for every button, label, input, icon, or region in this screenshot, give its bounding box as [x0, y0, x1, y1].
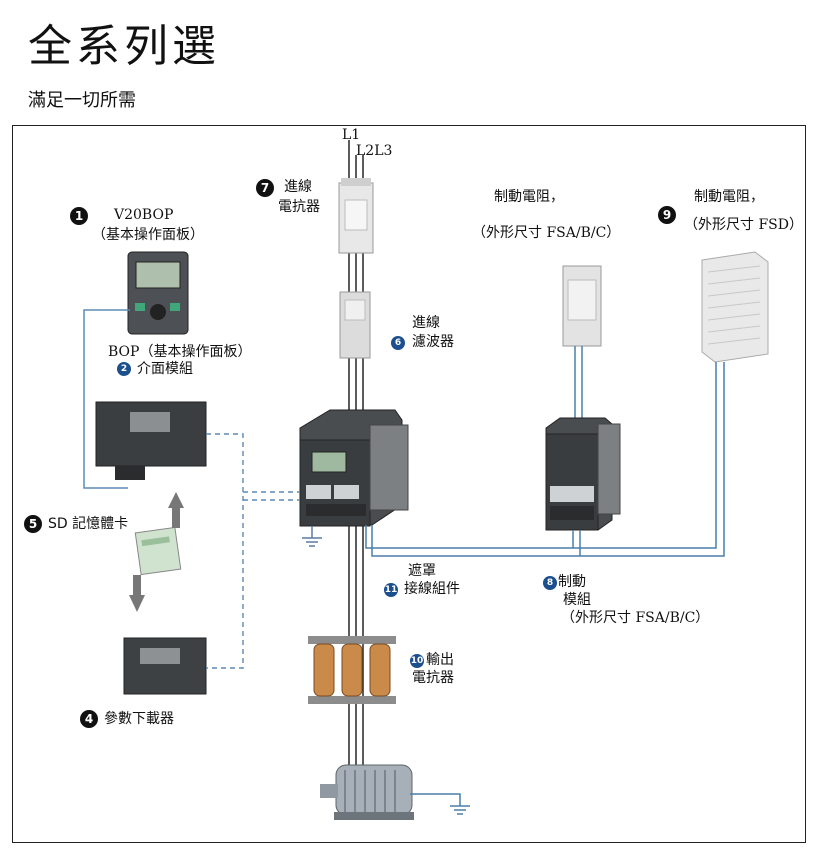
page-title: 全系列選 [28, 21, 220, 72]
callout-2-badge: 2 [117, 362, 131, 376]
motor-device [320, 764, 414, 820]
line-reactor-label: 進線 [284, 179, 312, 195]
diagram-frame [12, 125, 806, 843]
brake-resistor-small [562, 265, 602, 347]
motor-ground-icon [450, 805, 470, 815]
braking-module-sublabel: 模組 [563, 592, 591, 608]
parameter-loader-label: 參數下載器 [104, 711, 174, 727]
bop-cable [83, 309, 130, 489]
line-label-l2l3: L2L3 [356, 143, 393, 159]
inverter-ground-icon [302, 526, 322, 547]
v20-inverter [299, 409, 409, 527]
callout-11-badge: 11 [384, 583, 398, 597]
v20bop-sublabel: （基本操作面板） [92, 227, 204, 243]
bop-interface-label: BOP（基本操作面板） [108, 344, 252, 360]
callout-4-badge: 4 [80, 710, 98, 728]
brake-resistor-fsd-sublabel: （外形尺寸 FSD） [684, 217, 803, 233]
line-filter-label: 進線 [412, 315, 440, 331]
sd-card-device [134, 526, 182, 576]
brake-resistor-small-sublabel: （外形尺寸 FSA/B/C） [472, 225, 621, 241]
callout-10-badge: 10 [410, 654, 424, 668]
braking-module-label: 制動 [558, 574, 586, 590]
brake-resistor-small-label: 制動電阻， [494, 189, 564, 205]
output-reactor-device [308, 636, 396, 704]
shield-kit-sublabel: 接線組件 [404, 581, 460, 597]
shield-kit-label: 遮罩 [408, 563, 436, 579]
page-subtitle: 滿足一切所需 [28, 90, 136, 111]
braking-module-size-label: （外形尺寸 FSA/B/C） [561, 610, 710, 626]
braking-module-device [545, 417, 621, 531]
line-filter-sublabel: 濾波器 [412, 334, 454, 350]
callout-6-badge: 6 [391, 336, 405, 350]
v20-bop-device [127, 251, 189, 335]
down-arrow-icon [129, 575, 145, 612]
line-filter-device [339, 291, 371, 359]
brake-resistor-fsd-label: 制動電阻， [694, 189, 764, 205]
brake-resistor-wires [574, 346, 583, 420]
braking-wiring [365, 362, 725, 557]
output-reactor-sublabel: 電抗器 [412, 670, 454, 686]
brake-resistor-fsd [701, 251, 769, 363]
line-reactor-sublabel: 電抗器 [278, 199, 320, 215]
sd-card-label: SD 記憶體卡 [48, 516, 129, 532]
v20bop-label: V20BOP [114, 207, 174, 223]
dashed-connections [206, 433, 300, 669]
callout-5-badge: 5 [24, 515, 42, 533]
parameter-loader-device [123, 637, 207, 695]
callout-8-badge: 8 [543, 576, 557, 590]
output-reactor-label: 輸出 [426, 652, 454, 668]
callout-9-badge: 9 [658, 206, 676, 224]
up-arrow-icon [168, 492, 184, 528]
callout-7-badge: 7 [256, 179, 274, 197]
bop-interface-sublabel: 介面模組 [137, 361, 193, 377]
line-reactor-device [338, 178, 374, 254]
motor-ground-wire [410, 793, 461, 806]
line-label-l1: L1 [342, 127, 361, 143]
bop-interface-module [95, 401, 207, 480]
callout-1-badge: 1 [70, 207, 88, 225]
